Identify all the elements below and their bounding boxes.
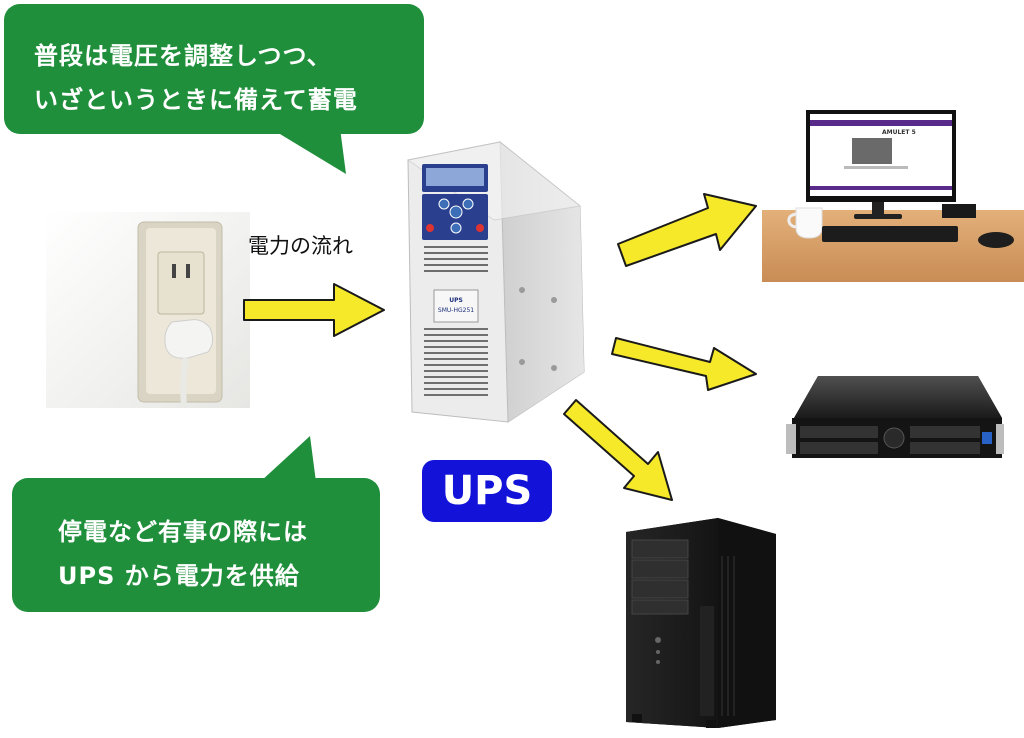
speech-bubble-top: 普段は電圧を調整しつつ、 いざというときに備えて蓄電 <box>4 4 424 134</box>
arrow-icon-ups-to-server <box>611 337 757 391</box>
ups-badge: UPS <box>422 460 552 522</box>
tower-pc-icon <box>626 518 776 728</box>
wall-outlet-icon <box>46 212 250 408</box>
bubble-bottom-line1: 停電など有事の際には <box>58 518 308 546</box>
speech-bubble-bottom: 停電など有事の際には UPS から電力を供給 <box>12 478 380 612</box>
arrow-icon-ups-to-tower <box>563 399 673 501</box>
ups-device-icon: UPS SMU-HG251 <box>406 140 585 423</box>
desktop-monitor-icon: AMULET 5 <box>762 86 1024 282</box>
monitor-brand: AMULET 5 <box>882 129 916 136</box>
flow-label: 電力の流れ <box>248 234 353 258</box>
svg-text:UPS: UPS <box>449 297 463 304</box>
speech-bubble-top-tail <box>270 128 346 174</box>
arrow-icon-ups-to-monitor <box>617 193 757 267</box>
speech-bubble-bottom-tail <box>260 436 316 482</box>
rack-server-icon <box>786 376 1004 458</box>
bubble-top-line1: 普段は電圧を調整しつつ、 <box>34 42 332 70</box>
arrow-icon-outlet-to-ups <box>243 283 385 337</box>
bubble-bottom-line2: UPS から電力を供給 <box>58 562 300 590</box>
bubble-top-line2: いざというときに備えて蓄電 <box>34 86 358 114</box>
ups-panel-text: SMU-HG251 <box>438 307 474 314</box>
